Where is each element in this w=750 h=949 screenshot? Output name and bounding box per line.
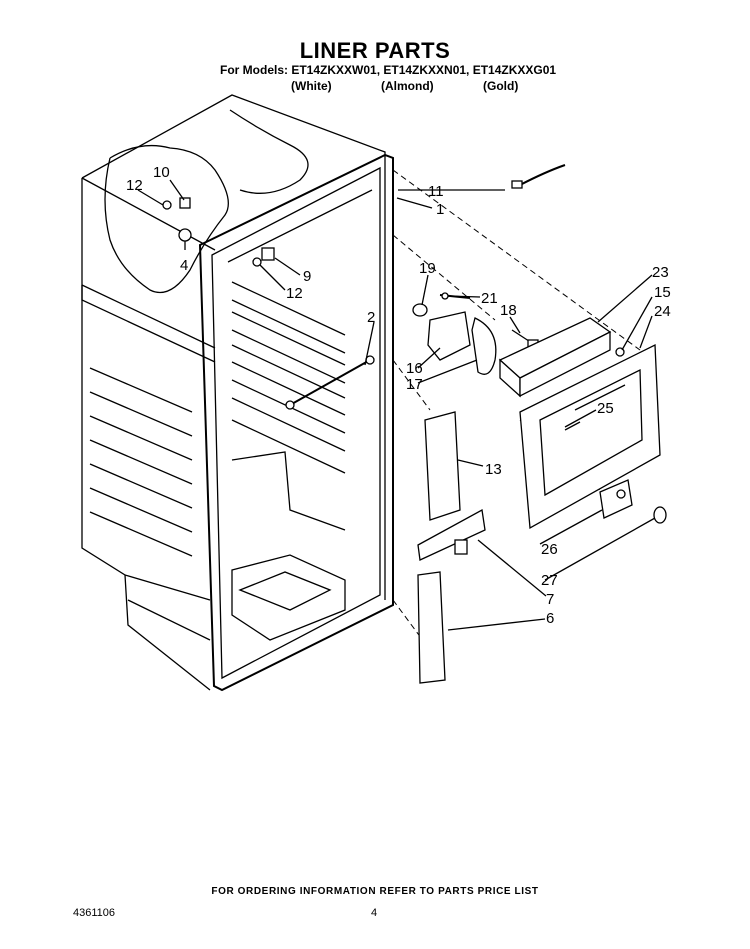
damper-assembly bbox=[412, 292, 539, 375]
part-23-housing bbox=[498, 317, 612, 398]
leader-lines bbox=[137, 179, 656, 631]
page-number: 4 bbox=[371, 907, 378, 919]
liner-front bbox=[198, 153, 394, 692]
callout-13: 13 bbox=[485, 461, 502, 478]
callout-26: 26 bbox=[541, 541, 558, 558]
color-white: (White) bbox=[291, 79, 332, 93]
color-almond: (Almond) bbox=[381, 79, 434, 93]
part-24-panel bbox=[519, 343, 661, 530]
callout-23: 23 bbox=[652, 264, 669, 281]
part-26-27 bbox=[599, 479, 667, 524]
callout-17: 17 bbox=[406, 376, 423, 393]
callout-27: 27 bbox=[541, 572, 558, 589]
part-9-clip bbox=[261, 247, 275, 261]
part-4-knob bbox=[178, 228, 192, 242]
callout-1: 1 bbox=[436, 201, 444, 218]
part-11-wire bbox=[511, 164, 566, 189]
callout-10: 10 bbox=[153, 164, 170, 181]
callout-16: 16 bbox=[406, 360, 423, 377]
ordering-note: FOR ORDERING INFORMATION REFER TO PARTS … bbox=[211, 886, 539, 897]
callout-21: 21 bbox=[481, 290, 498, 307]
callout-19: 19 bbox=[419, 260, 436, 277]
panels-13-7-6 bbox=[417, 411, 486, 684]
part-10-clip bbox=[179, 197, 191, 209]
callout-12: 12 bbox=[126, 177, 143, 194]
callout-18: 18 bbox=[500, 302, 517, 319]
callout-24: 24 bbox=[654, 303, 671, 320]
cabinet-shell bbox=[81, 94, 386, 691]
model-list: For Models: ET14ZKXXW01, ET14ZKXXN01, ET… bbox=[220, 63, 557, 77]
callout-11: 11 bbox=[428, 183, 444, 200]
callout-25: 25 bbox=[597, 400, 614, 417]
callouts: 12 10 4 9 12 2 11 1 19 21 18 16 17 23 15… bbox=[126, 164, 671, 627]
document-part-number: 4361106 bbox=[73, 907, 116, 919]
callout-15: 15 bbox=[654, 284, 671, 301]
page-title: LINER PARTS bbox=[299, 38, 451, 63]
callout-7: 7 bbox=[546, 591, 554, 608]
callout-6: 6 bbox=[546, 610, 554, 627]
callout-9: 9 bbox=[303, 268, 311, 285]
part-2-rod bbox=[285, 355, 375, 410]
part-12-screw-inner bbox=[252, 257, 262, 267]
color-gold: (Gold) bbox=[483, 79, 519, 93]
callout-12-inner: 12 bbox=[286, 285, 303, 302]
callout-2: 2 bbox=[367, 309, 375, 326]
part-12-screw-top bbox=[162, 200, 172, 210]
callout-4: 4 bbox=[180, 257, 188, 274]
